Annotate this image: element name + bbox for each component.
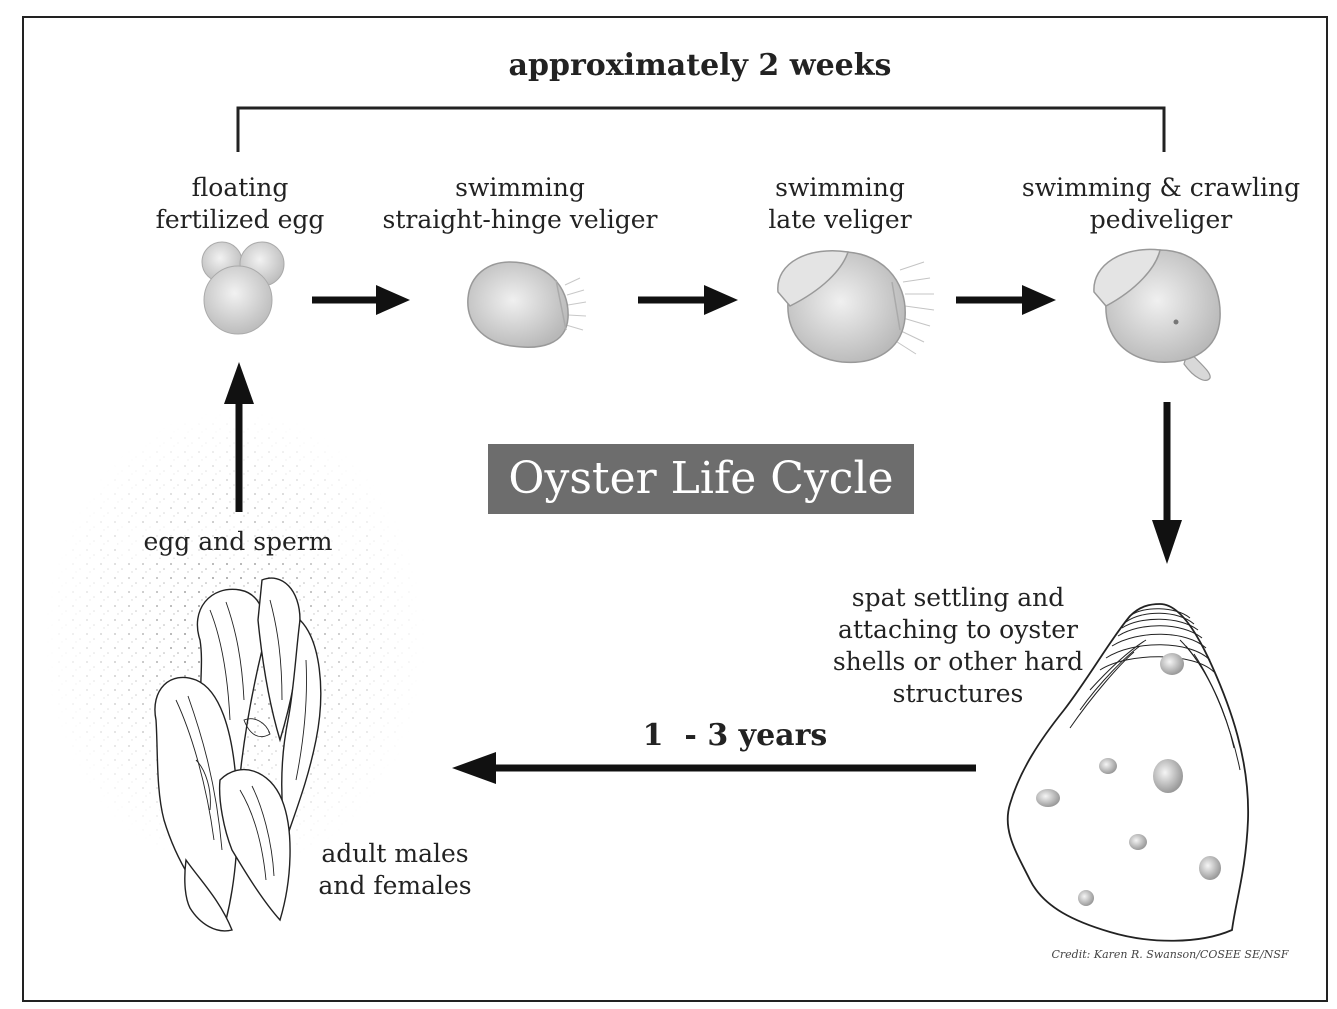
stage-straight-hinge-line-2: straight-hinge veliger [382, 205, 658, 234]
diagram-title: Oyster Life Cycle [488, 444, 914, 514]
straight-hinge-veliger-icon [467, 261, 587, 348]
two-weeks-bracket [236, 106, 1166, 152]
arrow-spat-to-adult [452, 752, 976, 784]
stage-egg-line-1: floating [191, 173, 289, 202]
stage-late-veliger-line-2: late veliger [768, 205, 912, 234]
spawn-label: egg and sperm [118, 526, 358, 558]
stage-pediveliger-line-2: pediveliger [1089, 205, 1233, 234]
stage-spat-line-3: shells or other hard [832, 647, 1084, 676]
stage-egg-label: floating fertilized egg [130, 172, 350, 236]
arrow-adult-to-egg [224, 362, 254, 512]
stage-late-veliger-line-1: swimming [775, 173, 905, 202]
arrow-hinge-to-late [638, 285, 738, 315]
stage-spat-line-4: structures [892, 679, 1024, 708]
stage-straight-hinge-line-1: swimming [455, 173, 585, 202]
stage-pediveliger-label: swimming & crawling pediveliger [1020, 172, 1302, 236]
stage-spat-label: spat settling and attaching to oyster sh… [820, 582, 1096, 710]
arrow-pedi-to-spat [1152, 402, 1182, 564]
duration-two-weeks-label: approximately 2 weeks [508, 48, 892, 83]
pediveliger-icon [1093, 248, 1221, 381]
spat-shell-icon [1006, 603, 1249, 942]
stage-straight-hinge-label: swimming straight-hinge veliger [370, 172, 670, 236]
adult-oyster-cluster-icon [154, 577, 322, 932]
duration-years-label: 1 - 3 years [642, 718, 828, 753]
credit-text: Credit: Karen R. Swanson/COSEE SE/NSF [1051, 948, 1289, 961]
stage-spat-line-1: spat settling and [851, 583, 1065, 612]
stage-pediveliger-line-1: swimming & crawling [1021, 173, 1301, 202]
stage-spat-line-2: attaching to oyster [838, 615, 1078, 644]
arrow-late-to-pedi [956, 285, 1056, 315]
arrow-egg-to-hinge [312, 285, 410, 315]
fertilized-egg-icon [201, 241, 285, 335]
stage-egg-line-2: fertilized egg [155, 205, 325, 234]
late-veliger-icon [777, 250, 935, 364]
stage-late-veliger-label: swimming late veliger [730, 172, 950, 236]
stage-adult-line-2: and females [318, 871, 472, 900]
stage-adult-line-1: adult males [321, 839, 469, 868]
stage-adult-label: adult males and females [300, 838, 490, 902]
